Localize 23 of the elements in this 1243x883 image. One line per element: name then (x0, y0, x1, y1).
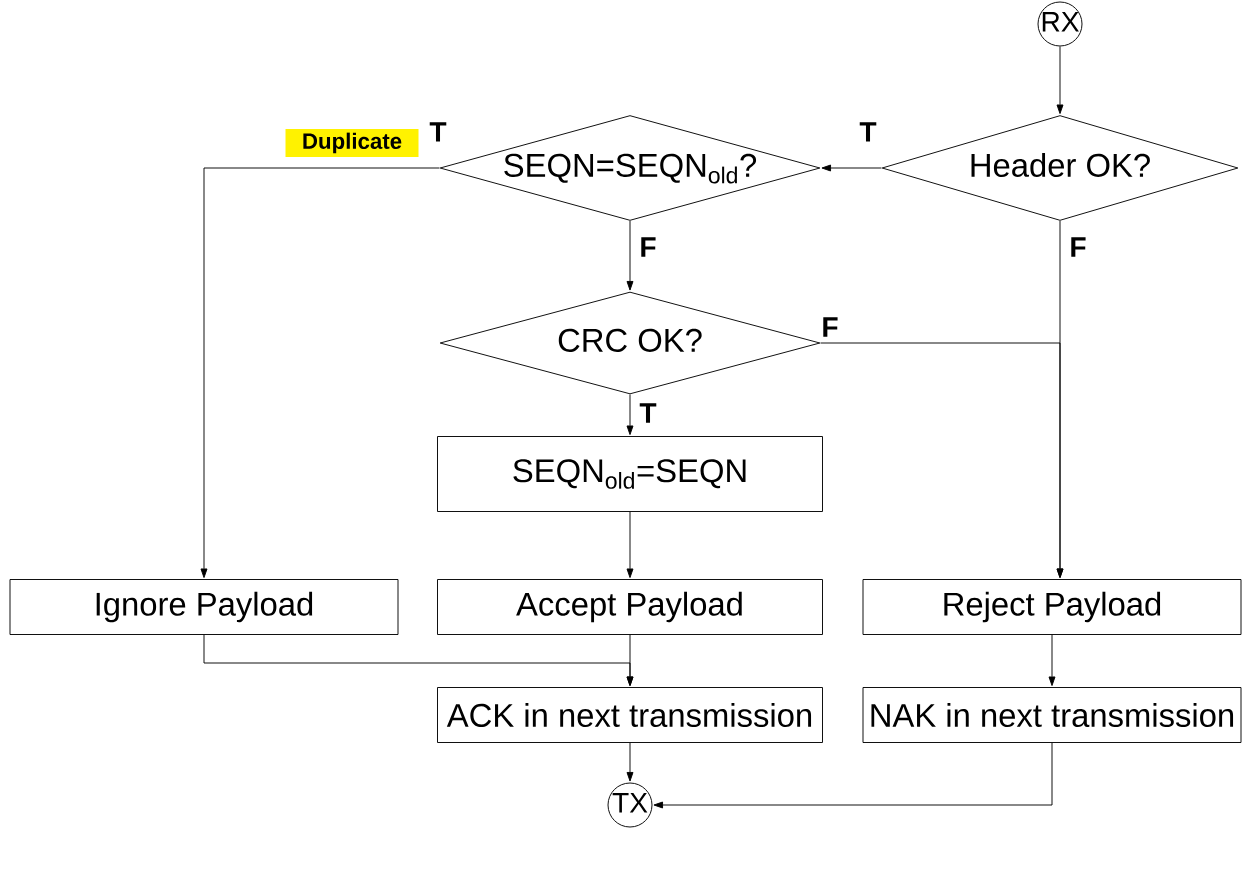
arrow (820, 342, 1064, 579)
arrow (653, 742, 1053, 809)
arrow (821, 164, 882, 172)
arrow (626, 742, 634, 782)
edge-label: F (823, 317, 838, 337)
arrow (1056, 46, 1064, 114)
arrow (626, 511, 634, 579)
process-box: Reject Payload (862, 579, 1242, 635)
process-box: NAK in next transmission (862, 687, 1242, 743)
arrow (1048, 634, 1056, 687)
process-box: Ignore Payload (9, 579, 399, 635)
edge-label: T (859, 122, 877, 142)
edge-label: T (639, 403, 657, 423)
process-box: SEQN$_{old}$=SEQN (437, 436, 823, 512)
highlight-label: Duplicate (285, 129, 419, 157)
edge-label: F (1071, 237, 1086, 257)
process-box: Accept Payload (437, 579, 823, 635)
arrow (200, 167, 440, 579)
arrow (626, 220, 634, 291)
process-box: ACK in next transmission (437, 687, 823, 743)
edge-label: F (641, 237, 656, 257)
arrow (626, 634, 634, 687)
arrow (626, 394, 634, 436)
